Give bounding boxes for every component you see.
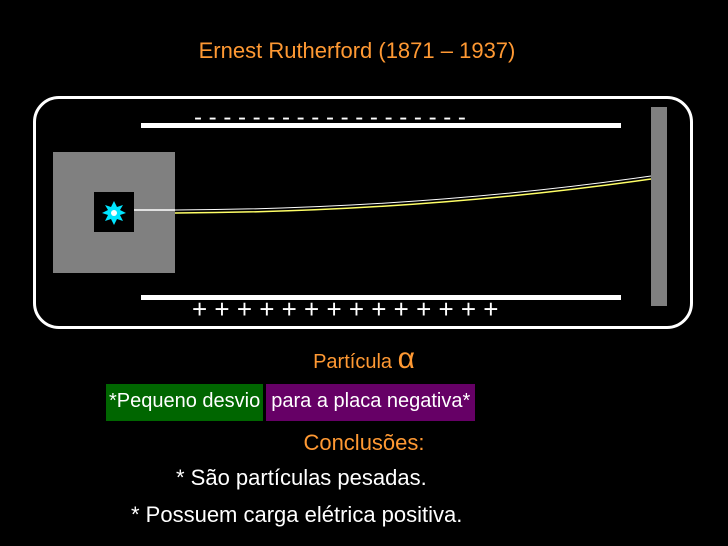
chamber-frame bbox=[33, 96, 693, 329]
page-title: Ernest Rutherford (1871 – 1937) bbox=[198, 38, 516, 63]
positive-plate bbox=[141, 295, 621, 300]
spark-core-icon bbox=[111, 210, 117, 216]
alpha-beam-highlight bbox=[174, 175, 652, 211]
particle-label: Partícula α bbox=[0, 342, 728, 376]
conclusion-item: * São partículas pesadas. bbox=[176, 465, 427, 490]
deflection-part-small: *Pequeno desvio bbox=[106, 384, 264, 421]
conclusions-title: Conclusões: bbox=[303, 430, 425, 455]
particle-label-text: Partícula bbox=[313, 351, 398, 373]
deflection-part-negative: para a placa negativa* bbox=[266, 384, 476, 421]
positive-plate-signs: + + + + + + + + + + + + + + bbox=[192, 294, 499, 324]
deflection-statement: *Pequeno desvio para a placa negativa* bbox=[106, 384, 476, 421]
alpha-beam-path bbox=[174, 178, 652, 214]
detector-screen bbox=[651, 107, 667, 306]
negative-plate bbox=[141, 123, 621, 128]
alpha-symbol: α bbox=[397, 342, 415, 375]
conclusion-item: * Possuem carga elétrica positiva. bbox=[131, 502, 463, 527]
